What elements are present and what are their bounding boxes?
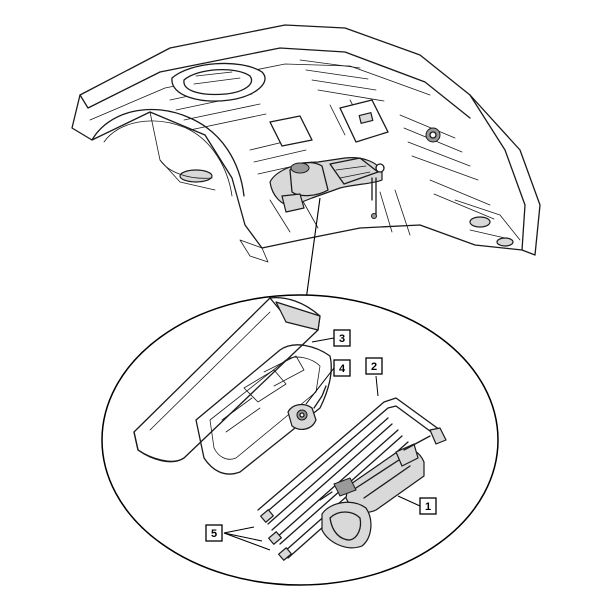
callout-3: 3	[333, 329, 351, 347]
svg-text:2: 2	[371, 361, 377, 373]
floor-ribs	[169, 59, 495, 236]
detail-leader-line	[305, 197, 321, 301]
svg-text:4: 4	[339, 363, 346, 375]
callout-2: 2	[365, 357, 383, 375]
wing-bolt	[287, 385, 327, 430]
svg-text:5: 5	[211, 528, 217, 540]
callout-4: 4	[333, 359, 351, 377]
stowed-jack-assembly	[269, 157, 385, 219]
lug-wrench	[257, 397, 447, 517]
vehicle-floor-pan	[71, 24, 541, 301]
svg-text:1: 1	[425, 501, 431, 513]
storage-tray	[133, 296, 332, 475]
callout-leaders	[223, 337, 421, 551]
callout-1: 1	[419, 497, 437, 515]
svg-text:3: 3	[339, 333, 345, 345]
scissor-jack	[321, 435, 431, 549]
callout-5: 5	[205, 524, 223, 542]
